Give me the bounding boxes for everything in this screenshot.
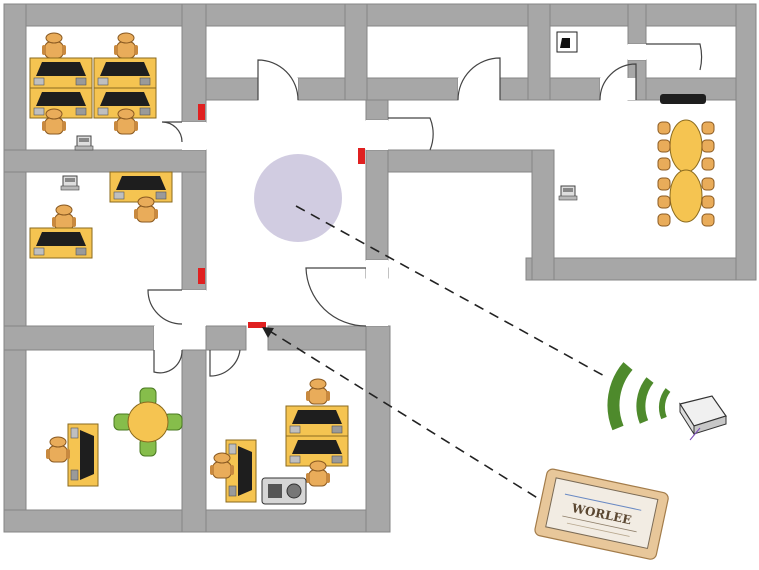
wifi-arc-medium: [636, 377, 654, 424]
wifi-arc-large: [607, 362, 633, 431]
office-bottom-center: [209, 378, 349, 505]
walls: [3, 3, 757, 533]
wireless-access-point: [607, 362, 727, 441]
router-icon: [679, 395, 727, 441]
office-bottom-left: [45, 387, 183, 487]
doors: [147, 43, 703, 377]
signal-lines: [267, 205, 609, 513]
door-sensors: [198, 104, 365, 328]
arrow-head-icon: [262, 327, 274, 338]
wifi-arc-small: [658, 388, 671, 420]
printer: [261, 477, 307, 505]
meeting-room: [558, 94, 715, 227]
phone-icon: [556, 31, 578, 53]
round-table: [113, 387, 183, 457]
tablet-reader: WORLEE: [534, 468, 669, 560]
signal-zone: [254, 154, 342, 242]
